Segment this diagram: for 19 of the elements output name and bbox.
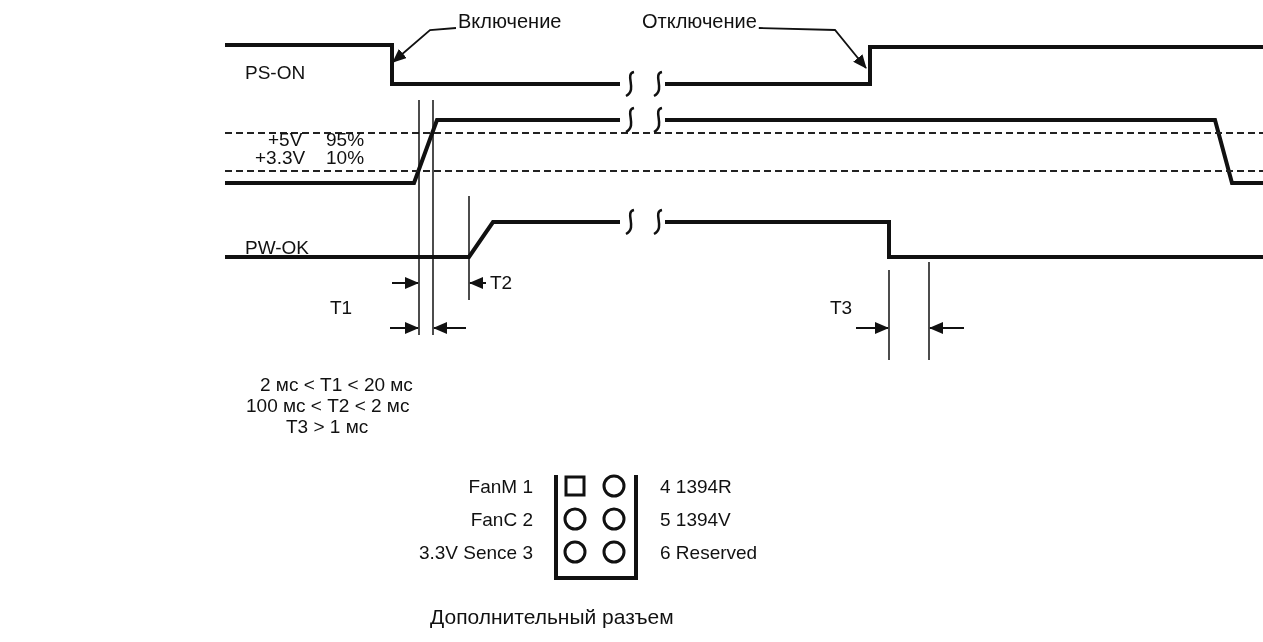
leader-line bbox=[392, 27, 457, 63]
pin-label: FanC 2 bbox=[470, 509, 533, 531]
signal-name: PS-ON bbox=[245, 62, 306, 84]
timing-label: T3 bbox=[830, 297, 853, 319]
pin-label: 4 1394R bbox=[660, 476, 732, 498]
pin-label: 3.3V Sence 3 bbox=[418, 542, 533, 564]
timing-note: T3 > 1 мс bbox=[286, 416, 369, 438]
pin-label: FanM 1 bbox=[468, 476, 533, 498]
connector-caption: Дополнительный разъем bbox=[430, 606, 674, 628]
timing-label: T1 bbox=[330, 297, 353, 319]
callout-text: Отключение bbox=[642, 10, 757, 32]
signal-name: PW-OK bbox=[245, 237, 310, 259]
pin-label: 5 1394V bbox=[660, 509, 731, 531]
callout-text: Включение bbox=[458, 10, 562, 32]
timing-note: 100 мс < T2 < 2 мс bbox=[246, 395, 410, 417]
timing-label: T2 bbox=[490, 272, 513, 294]
timing-note: 2 мс < T1 < 20 мс bbox=[260, 374, 413, 396]
leader-line bbox=[757, 27, 867, 69]
pin-label: 6 Reserved bbox=[660, 542, 758, 564]
